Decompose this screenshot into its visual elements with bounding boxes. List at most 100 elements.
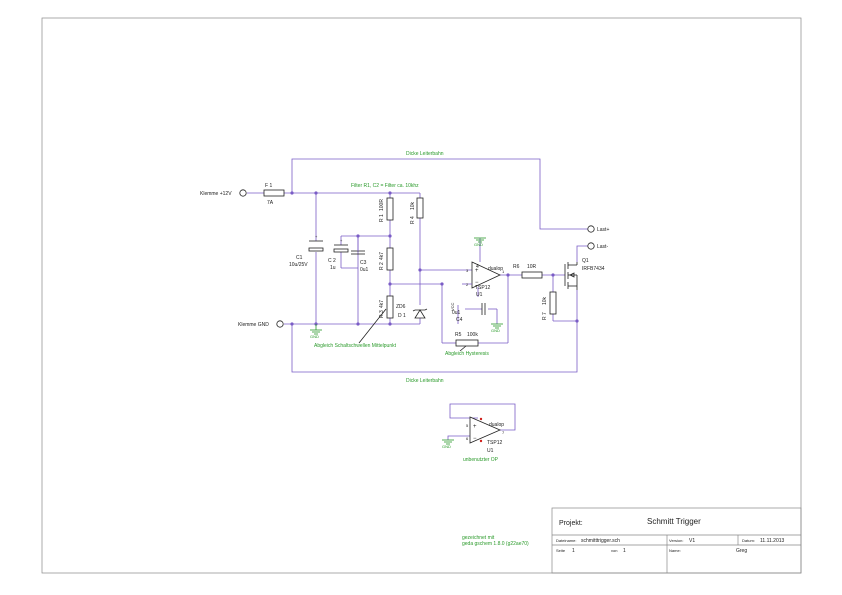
svg-text:D 1: D 1: [398, 313, 406, 319]
svg-text:R 2: R 2: [379, 262, 385, 270]
svg-text:TSP12: TSP12: [475, 285, 491, 291]
svg-text:VCC: VCC: [450, 302, 455, 311]
svg-text:0u1: 0u1: [452, 310, 461, 316]
svg-text:TSP12: TSP12: [487, 440, 503, 446]
resistor-r6: [521, 271, 543, 279]
svg-text:U1: U1: [487, 448, 494, 454]
svg-text:4: 4: [476, 264, 479, 270]
mosfet-q1: [564, 262, 578, 290]
svg-text:C3: C3: [360, 260, 367, 266]
svg-text:1u: 1u: [330, 265, 336, 271]
svg-text:GND: GND: [491, 328, 500, 333]
capacitor-c2: +: [333, 238, 349, 253]
resistor-r2: [386, 247, 394, 271]
svg-text:R 7: R 7: [542, 312, 548, 320]
opamp-u1a: + −: [462, 261, 501, 289]
labels: Klemme +12V Klemme GND Last+ Last- Dicke…: [200, 151, 609, 463]
svg-text:F 1: F 1: [265, 183, 272, 189]
note-adjust-hysteresis: Abgleich Hysteresis: [445, 351, 489, 357]
capacitor-c3: [351, 236, 365, 255]
svg-text:C1: C1: [296, 255, 303, 261]
svg-text:dualop: dualop: [488, 266, 503, 272]
svg-text:0u1: 0u1: [360, 267, 369, 273]
svg-text:GND: GND: [442, 444, 451, 449]
note-filter: Filter R1, C2 = Filter ca. 10khz: [351, 183, 419, 189]
projekt-value: Schmitt Trigger: [647, 517, 701, 526]
terminal-last-minus: [587, 242, 595, 250]
zener-diode-d1: [412, 308, 428, 319]
svg-text:R5: R5: [455, 332, 462, 338]
wires: [247, 158, 588, 440]
svg-text:5: 5: [466, 423, 469, 428]
svg-text:1: 1: [502, 269, 505, 274]
label-klemme-gnd: Klemme GND: [238, 322, 269, 328]
svg-text:10u/25V: 10u/25V: [289, 262, 308, 268]
svg-text:C4: C4: [456, 317, 463, 323]
svg-text:R 4: R 4: [410, 216, 416, 224]
svg-text:10k: 10k: [542, 296, 548, 305]
label-last-minus: Last-: [597, 244, 608, 250]
svg-text:gezeichnet mit: gezeichnet mit: [462, 535, 495, 541]
svg-text:Dateiname:: Dateiname:: [556, 538, 576, 543]
pointer-hysteresis: [459, 345, 467, 352]
page-frame: [41, 17, 802, 574]
note-unused-op: unbenutzter OP: [463, 457, 499, 463]
drawn-with-note: gezeichnet mit geda gschem 1.8.0 (g22ae7…: [462, 535, 529, 547]
svg-text:Datum:: Datum:: [742, 538, 755, 543]
svg-text:1: 1: [572, 548, 575, 554]
svg-text:6: 6: [466, 436, 469, 441]
capacitor-c1: +: [308, 234, 324, 252]
svg-text:C 2: C 2: [328, 258, 336, 264]
opamp-u1b: + −: [469, 416, 502, 444]
svg-text:geda gschem 1.8.0 (g22ae70): geda gschem 1.8.0 (g22ae70): [462, 541, 529, 547]
terminal-plus12v: [239, 189, 247, 197]
title-block: Projekt: Schmitt Trigger Dateiname: schm…: [551, 507, 802, 574]
svg-text:Version:: Version:: [669, 538, 683, 543]
svg-text:R 3: R 3: [379, 310, 385, 318]
svg-text:4k7: 4k7: [379, 300, 385, 308]
svg-text:100k: 100k: [467, 332, 478, 338]
resistor-r4: [416, 197, 424, 219]
svg-text:4k7: 4k7: [379, 252, 385, 260]
svg-text:2: 2: [466, 282, 469, 287]
svg-text:7A: 7A: [267, 200, 274, 206]
note-adjust-midpoint: Abgleich Schaltschwellen Mittelpunkt: [314, 343, 397, 349]
svg-text:−: −: [475, 280, 479, 286]
svg-text:10k: 10k: [410, 201, 416, 210]
svg-text:GND: GND: [310, 334, 319, 339]
pointer-midpoint: [358, 308, 387, 344]
svg-text:ZD6: ZD6: [396, 304, 406, 310]
note-thick-trace-bottom: Dicke Leiterbahn: [406, 378, 444, 384]
svg-text:schmitttrigger.sch: schmitttrigger.sch: [581, 538, 620, 544]
svg-text:+: +: [340, 238, 343, 243]
svg-text:3: 3: [466, 268, 469, 273]
svg-text:R 1: R 1: [379, 214, 385, 222]
terminal-last-plus: [587, 225, 595, 233]
svg-text:+: +: [315, 234, 318, 239]
svg-text:Seite: Seite: [556, 548, 566, 553]
fuse-f1: [263, 189, 285, 197]
ground-symbols: GND GND GND GND: [310, 237, 503, 449]
resistor-r3: [386, 295, 394, 319]
svg-text:IRFB7434: IRFB7434: [582, 266, 605, 272]
svg-text:dualop: dualop: [489, 422, 504, 428]
svg-text:U1: U1: [476, 292, 483, 298]
svg-text:von: von: [611, 548, 617, 553]
svg-text:7: 7: [502, 430, 505, 435]
svg-text:1: 1: [623, 548, 626, 554]
svg-text:V1: V1: [689, 538, 695, 544]
svg-text:+: +: [473, 424, 477, 430]
resistor-r7: [549, 291, 557, 315]
svg-text:R6: R6: [513, 264, 520, 270]
svg-text:+: +: [475, 268, 479, 274]
svg-text:Greg: Greg: [736, 548, 747, 554]
resistor-r1: [386, 197, 394, 221]
svg-text:11.11.2013: 11.11.2013: [760, 538, 785, 544]
svg-text:100R: 100R: [379, 199, 385, 211]
svg-text:−: −: [473, 436, 477, 442]
svg-text:10R: 10R: [527, 264, 537, 270]
note-thick-trace-top: Dicke Leiterbahn: [406, 151, 444, 157]
svg-text:Q1: Q1: [582, 258, 589, 264]
